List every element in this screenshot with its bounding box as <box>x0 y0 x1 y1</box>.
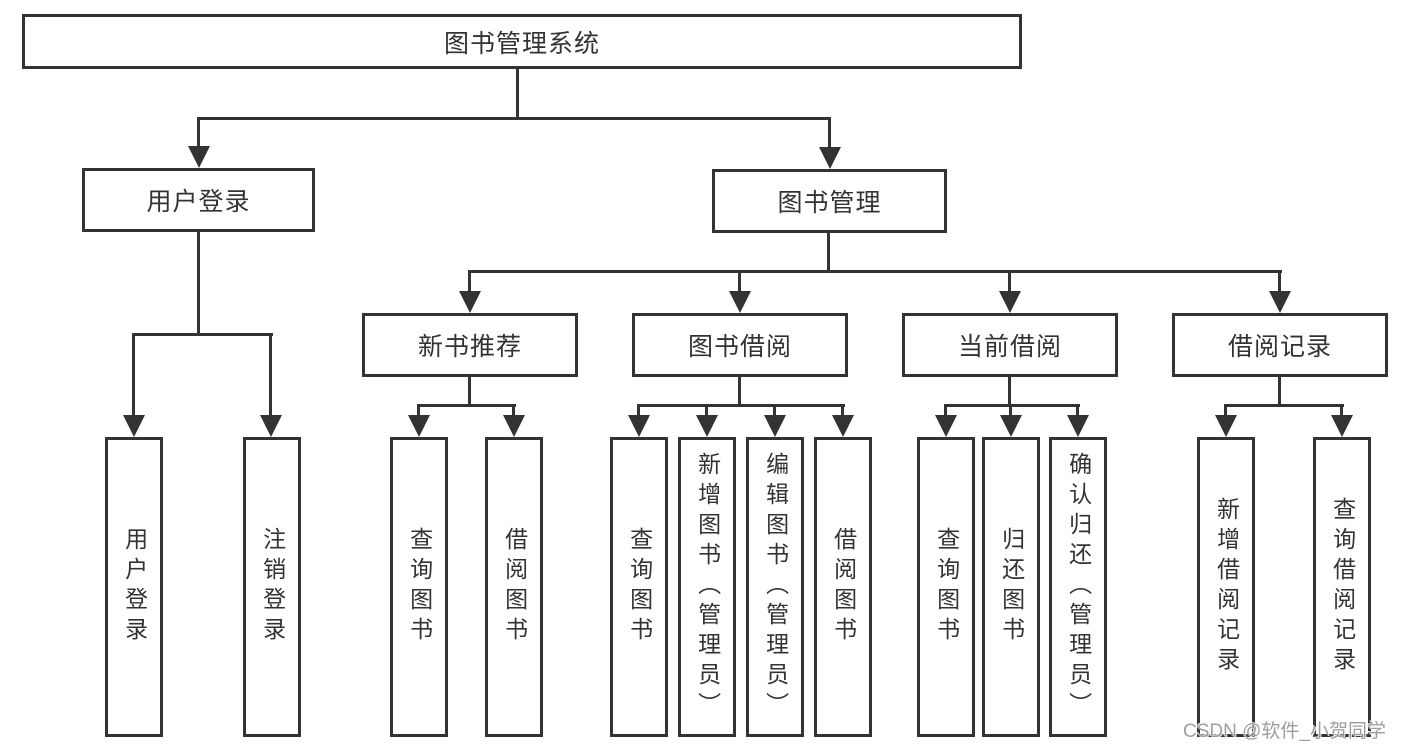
connector-line <box>468 377 471 406</box>
leaf-borrow-books: 借阅图书 <box>814 437 872 737</box>
arrow-down-icon <box>819 147 841 169</box>
connector-line <box>197 232 200 335</box>
connector-line <box>1340 404 1343 416</box>
connector-line <box>468 270 471 294</box>
leaf-add-books-admin: 新增图书（管理员） <box>678 437 736 737</box>
node-borrowing-records-label: 借阅记录 <box>1227 333 1332 361</box>
connector-line <box>468 270 1282 273</box>
connector-line <box>1224 404 1344 407</box>
connector-line <box>1224 404 1227 416</box>
connector-line <box>1278 377 1281 406</box>
connector-line <box>417 404 420 416</box>
connector-line <box>1076 404 1079 416</box>
leaf-edit-books-admin-label: 编辑图书（管理员） <box>762 452 789 722</box>
connector-line <box>1009 404 1012 416</box>
arrow-down-icon <box>408 415 430 437</box>
arrow-down-icon <box>459 291 481 313</box>
connector-line <box>512 404 515 416</box>
node-root-label: 图书管理系统 <box>443 29 600 58</box>
leaf-user-login: 用户登录 <box>105 437 163 737</box>
leaf-query-borrow-record-label: 查询借阅记录 <box>1329 497 1356 677</box>
connector-line <box>1278 270 1281 294</box>
leaf-return-books: 归还图书 <box>982 437 1040 737</box>
node-book-borrowing-label: 图书借阅 <box>687 333 792 361</box>
connector-line <box>516 68 519 119</box>
leaf-user-login-label: 用户登录 <box>121 527 148 647</box>
node-borrowing-records: 借阅记录 <box>1172 313 1388 377</box>
arrow-down-icon <box>628 415 650 437</box>
leaf-edit-books-admin: 编辑图书（管理员） <box>746 437 804 737</box>
arrow-down-icon <box>999 291 1021 313</box>
arrow-down-icon <box>1269 291 1291 313</box>
leaf-query-books-current: 查询图书 <box>917 437 975 737</box>
arrow-down-icon <box>696 415 718 437</box>
connector-line <box>132 333 135 415</box>
connector-line <box>1008 377 1011 406</box>
leaf-borrow-books-recommend: 借阅图书 <box>485 437 543 737</box>
connector-line <box>773 404 776 416</box>
connector-line <box>637 404 640 416</box>
connector-line <box>705 404 708 416</box>
leaf-query-books-recommend: 查询图书 <box>390 437 448 737</box>
leaf-add-books-admin-label: 新增图书（管理员） <box>694 452 721 722</box>
arrow-down-icon <box>503 415 525 437</box>
node-user-login: 用户登录 <box>82 168 315 232</box>
watermark-text: CSDN @软件_小贺同学 <box>1183 721 1386 742</box>
node-book-management: 图书管理 <box>712 169 947 233</box>
connector-line <box>269 333 272 415</box>
node-current-borrowing: 当前借阅 <box>902 313 1118 377</box>
leaf-confirm-return-admin: 确认归还（管理员） <box>1049 437 1107 737</box>
connector-line <box>132 333 273 336</box>
connector-line <box>944 404 947 416</box>
leaf-logout-label: 注销登录 <box>259 527 286 647</box>
leaf-query-borrow-record: 查询借阅记录 <box>1313 437 1371 737</box>
arrow-down-icon <box>935 415 957 437</box>
arrow-down-icon <box>1067 415 1089 437</box>
node-user-login-label: 用户登录 <box>146 188 251 216</box>
connector-line <box>738 270 741 294</box>
arrow-down-icon <box>832 415 854 437</box>
leaf-confirm-return-admin-label: 确认归还（管理员） <box>1065 452 1092 722</box>
connector-line <box>827 233 830 271</box>
leaf-query-books-borrowing: 查询图书 <box>610 437 668 737</box>
arrow-down-icon <box>1331 415 1353 437</box>
node-new-book-recommend-label: 新书推荐 <box>417 333 522 361</box>
node-new-book-recommend: 新书推荐 <box>362 313 578 377</box>
arrow-down-icon <box>1215 415 1237 437</box>
leaf-query-books-recommend-label: 查询图书 <box>406 527 433 647</box>
connector-line <box>637 404 845 407</box>
arrow-down-icon <box>188 146 210 168</box>
leaf-add-borrow-record: 新增借阅记录 <box>1197 437 1255 737</box>
node-book-management-label: 图书管理 <box>777 189 882 217</box>
arrow-down-icon <box>729 291 751 313</box>
connector-line <box>197 117 831 120</box>
arrow-down-icon <box>764 415 786 437</box>
node-root: 图书管理系统 <box>22 14 1022 69</box>
leaf-query-books-current-label: 查询图书 <box>933 527 960 647</box>
node-current-borrowing-label: 当前借阅 <box>957 333 1062 361</box>
leaf-logout: 注销登录 <box>243 437 301 737</box>
leaf-query-books-borrowing-label: 查询图书 <box>626 527 653 647</box>
connector-line <box>841 404 844 416</box>
arrow-down-icon <box>260 415 282 437</box>
connector-line <box>417 404 516 407</box>
arrow-down-icon <box>123 415 145 437</box>
leaf-return-books-label: 归还图书 <box>998 527 1025 647</box>
leaf-borrow-books-recommend-label: 借阅图书 <box>501 527 528 647</box>
connector-line <box>828 117 831 149</box>
node-book-borrowing: 图书借阅 <box>632 313 848 377</box>
connector-line <box>944 404 1080 407</box>
connector-line <box>197 117 200 149</box>
connector-line <box>1008 270 1011 294</box>
connector-line <box>738 377 741 406</box>
arrow-down-icon <box>1000 415 1022 437</box>
leaf-borrow-books-label: 借阅图书 <box>830 527 857 647</box>
leaf-add-borrow-record-label: 新增借阅记录 <box>1213 497 1240 677</box>
